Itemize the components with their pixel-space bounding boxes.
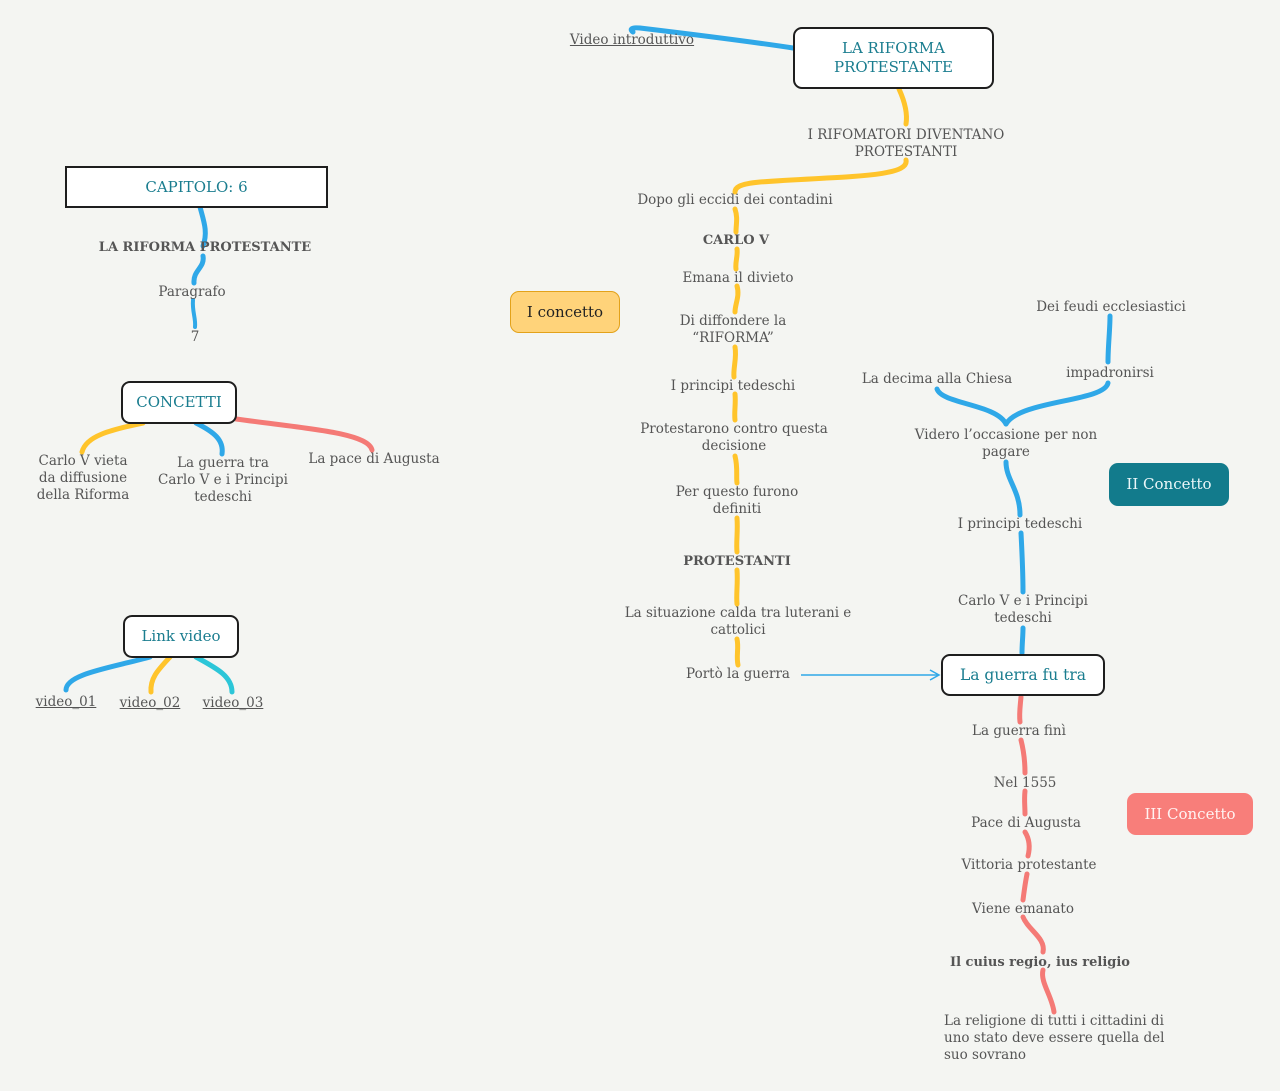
connector (193, 654, 235, 695)
connector (63, 654, 153, 693)
connector (732, 453, 740, 486)
connector (732, 391, 738, 423)
connector (233, 416, 375, 453)
connector (896, 86, 909, 127)
video-link-02[interactable]: video_02 (119, 695, 181, 711)
concept-item: La guerra tra Carlo V e i Principi tedes… (158, 455, 288, 505)
node-text: impadronirsi (1066, 365, 1154, 381)
node-text: La decima alla Chiesa (861, 371, 1013, 387)
concept-item: Carlo V vieta da diffusione della Riform… (36, 453, 130, 503)
connector (191, 253, 206, 286)
connector (1003, 380, 1111, 427)
node-text: Videro l’occasione per non pagare (914, 427, 1098, 460)
node-text: Pace di Augusta (971, 815, 1081, 831)
concepts-box[interactable]: CONCETTI (121, 381, 237, 424)
node-text: Per questo furono definiti (675, 484, 799, 517)
node-text: Dopo gli eccidi dei contadini (637, 192, 833, 208)
chapter-title: LA RIFORMA PROTESTANTE (98, 240, 312, 255)
node-text: La situazione calda tra luterani e catto… (624, 605, 852, 638)
node-text: I principi tedeschi (670, 378, 796, 394)
node-text: Carlo V e i Principi tedeschi (958, 593, 1088, 626)
connector (733, 246, 740, 272)
concept-item: La pace di Augusta (308, 451, 440, 467)
connector (190, 298, 198, 329)
node-text: Nel 1555 (993, 775, 1057, 791)
node-text: La guerra finì (972, 723, 1066, 739)
video-link-03[interactable]: video_03 (202, 695, 264, 711)
connector (193, 420, 225, 457)
node-text: Il cuius regio, ius religio (950, 955, 1130, 970)
node-text: Protestarono contro questa decisione (640, 421, 828, 454)
first-concept-tag[interactable]: I concetto (510, 291, 620, 333)
root-box[interactable]: LA RIFORMA PROTESTANTE (793, 27, 994, 89)
node-text: CARLO V (702, 233, 770, 248)
third-concept-tag[interactable]: III Concetto (1127, 793, 1253, 835)
videos-box[interactable]: Link video (123, 615, 239, 658)
node-text: Di diffondere la “RIFORMA” (679, 313, 787, 346)
paragraph-label: Paragrafo (158, 284, 226, 300)
connector (1020, 871, 1030, 903)
node-text: Emana il divieto (682, 270, 794, 286)
connector (148, 654, 173, 695)
connector (1017, 694, 1024, 725)
connector (1018, 737, 1028, 776)
connector (731, 344, 739, 380)
connector (1018, 530, 1026, 595)
connector (1040, 967, 1057, 1015)
intro-video-link[interactable]: Video introduttivo (569, 32, 695, 48)
connector (1020, 914, 1046, 955)
connector (197, 204, 208, 249)
node-text: Vittoria protestante (961, 857, 1097, 873)
node-text: I principi tedeschi (957, 516, 1083, 532)
connector (732, 283, 741, 315)
connector (934, 386, 1009, 427)
node-text: I RIFOMATORI DIVENTANO PROTESTANTI (807, 127, 1005, 160)
connector (1019, 625, 1026, 656)
connector (732, 157, 909, 195)
connector (1105, 313, 1113, 365)
node-text: Dei feudi ecclesiastici (1036, 299, 1186, 315)
connector (1022, 829, 1032, 859)
connector (734, 567, 740, 607)
connector (734, 515, 740, 555)
chapter-box[interactable]: CAPITOLO: 6 (65, 166, 328, 208)
connector (1003, 459, 1023, 518)
node-text: Viene emanato (972, 901, 1074, 917)
node-text: PROTESTANTI (683, 554, 791, 569)
node-text: Portò la guerra (686, 666, 790, 682)
second-concept-tag[interactable]: II Concetto (1109, 463, 1229, 506)
arrow-head (929, 669, 941, 681)
node-text: La religione di tutti i cittadini di uno… (944, 1013, 1165, 1063)
paragraph-number: 7 (190, 329, 200, 345)
connector (732, 206, 740, 235)
video-link-01[interactable]: video_01 (35, 694, 97, 710)
connector (734, 636, 741, 668)
war-box[interactable]: La guerra fu tra (941, 654, 1105, 696)
connector (628, 25, 796, 51)
connector (79, 420, 146, 455)
